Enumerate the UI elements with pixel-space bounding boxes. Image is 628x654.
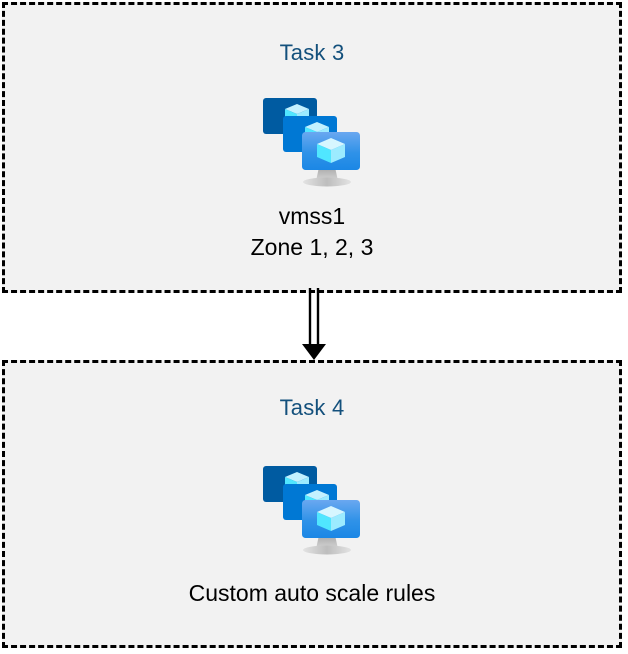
task-caption-task-4: Custom auto scale rules [188, 580, 436, 606]
task-caption-task-3: vmss1 Zone 1, 2, 3 [250, 203, 374, 260]
azure-vm-scale-set-icon [257, 461, 367, 561]
connector-arrow-task3-to-task4 [296, 288, 332, 362]
azure-vm-scale-set-icon [257, 93, 367, 193]
task-title-task-4: Task 4 [279, 395, 345, 420]
task-box-task-3[interactable]: Task 3 [2, 2, 622, 293]
task-box-task-4[interactable]: Task 4 [2, 360, 622, 648]
task-title-task-3: Task 3 [279, 40, 345, 65]
